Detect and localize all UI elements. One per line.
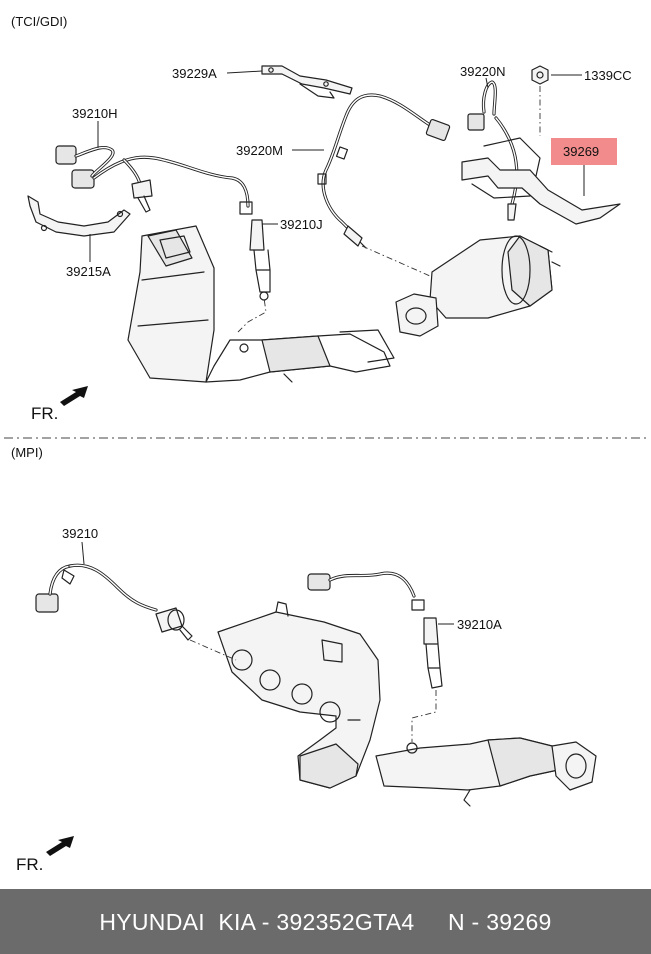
label-39215a: 39215A bbox=[66, 264, 111, 279]
leader-39210 bbox=[81, 541, 85, 565]
footer-bar: HYUNDAI KIA - 392352GTA4 N - 39269 bbox=[0, 889, 651, 954]
label-39229a: 39229A bbox=[172, 66, 217, 81]
section-title-tci-gdi: (TCI/GDI) bbox=[11, 14, 67, 29]
front-label-top: FR. bbox=[31, 404, 58, 423]
install-line-39210j bbox=[237, 297, 267, 333]
label-39210a: 39210A bbox=[457, 617, 502, 632]
install-line-39220m bbox=[361, 245, 431, 277]
section-title-mpi: (MPI) bbox=[11, 445, 43, 460]
sensor-39220n bbox=[467, 80, 519, 221]
label-39210j: 39210J bbox=[280, 217, 323, 232]
sensor-39210j bbox=[239, 201, 271, 301]
label-39220m: 39220M bbox=[236, 143, 283, 158]
catalytic-converter-right bbox=[395, 235, 561, 337]
sensor-39210a bbox=[307, 571, 443, 689]
footer-part-number-text: HYUNDAI KIA - 392352GTA4 N - 39269 bbox=[99, 909, 552, 935]
exhaust-manifold-mpi bbox=[217, 601, 381, 789]
install-line-39210 bbox=[189, 639, 237, 661]
label-39210: 39210 bbox=[62, 526, 98, 541]
nut-1339cc bbox=[531, 65, 549, 85]
install-line-39210a bbox=[411, 690, 437, 742]
leader-39229a bbox=[226, 70, 263, 74]
exploded-parts-diagram: (TCI/GDI) bbox=[4, 14, 647, 874]
sensor-39220m bbox=[317, 93, 451, 249]
highlighted-part-box bbox=[551, 138, 617, 165]
label-39269: 39269 bbox=[563, 144, 599, 159]
label-39220n: 39220N bbox=[460, 64, 506, 79]
front-label-bottom: FR. bbox=[16, 855, 43, 874]
front-direction-marker-top: FR. bbox=[31, 386, 88, 423]
bracket-39229a bbox=[261, 65, 353, 99]
front-direction-marker-bottom: FR. bbox=[16, 836, 74, 874]
bracket-39269 bbox=[461, 137, 621, 225]
sensor-39210h bbox=[55, 145, 250, 213]
front-pipe-mpi bbox=[375, 737, 597, 807]
leader-39220n bbox=[485, 77, 489, 89]
sensor-39210 bbox=[35, 563, 193, 641]
label-39210h: 39210H bbox=[72, 106, 118, 121]
bracket-39215a bbox=[27, 195, 131, 237]
label-1339cc: 1339CC bbox=[584, 68, 632, 83]
catalytic-converter-tci bbox=[127, 225, 395, 383]
